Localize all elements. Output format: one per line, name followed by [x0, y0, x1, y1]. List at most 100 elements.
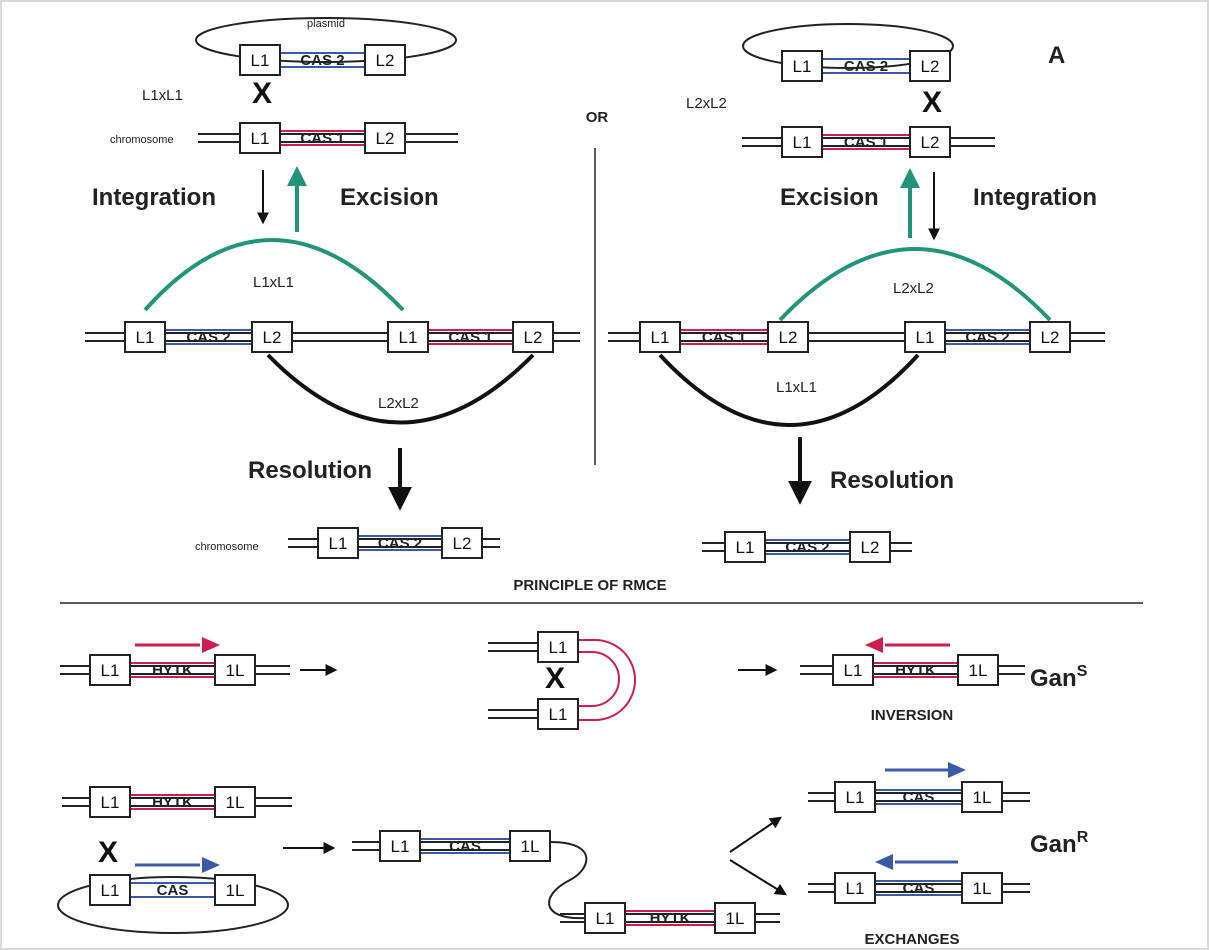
- cointegrate-left-b-site-left-box: [387, 321, 429, 353]
- exchange-start-site-right: 1L: [226, 793, 245, 812]
- exchanges-label: EXCHANGES: [864, 931, 959, 948]
- exchange-product-top-site-left: L1: [846, 788, 865, 807]
- exchange-cointegrate-bottom-site-left-box: [584, 902, 626, 934]
- cointegrate-right-a-site-left: L1: [651, 328, 670, 347]
- exchange-plasmid-ellipse: [57, 876, 289, 934]
- gan-s-label-superscript: S: [1077, 663, 1088, 680]
- exchange-plasmid-site-left: L1: [101, 881, 120, 900]
- integration-label-right: Integration: [973, 184, 1097, 211]
- plasmid-right-site-left: L1: [793, 57, 812, 76]
- exchange-start-site-left-box: [89, 786, 131, 818]
- exchange-product-top-site-right-box: [961, 781, 1003, 813]
- hairpin-site-top-box: [537, 631, 579, 663]
- chromosome-left-site-left-box: [239, 122, 281, 154]
- plasmid-left-site-left-box: [239, 44, 281, 76]
- gan-s-label-main: Gan: [1030, 665, 1077, 692]
- cointegrate-left-a-site-right: L2: [263, 328, 282, 347]
- chromosome-left-site-right-box: [364, 122, 406, 154]
- chromosome-right-site-right-box: [909, 126, 951, 158]
- product-right-site-left-box: [724, 531, 766, 563]
- exchange-cointegrate-bottom-cassette: HYTK: [650, 910, 691, 927]
- excision-label-left: Excision: [340, 184, 439, 211]
- inversion-product-site-left-box: [832, 654, 874, 686]
- exchange-plasmid-cassette: CAS: [157, 882, 189, 899]
- hairpin-site-bottom-box: [537, 698, 579, 730]
- product-right-cassette: CAS 2: [785, 539, 829, 556]
- cointegrate-right-b-cassette: CAS 2: [965, 329, 1009, 346]
- cointegrate-left-b-cassette: CAS 1: [448, 329, 492, 346]
- cointegrate-left-a-site-left-box: [124, 321, 166, 353]
- gan-r-label-main: Gan: [1030, 831, 1077, 858]
- product-left-cassette: CAS 2: [378, 535, 422, 552]
- label-l1xl1-left-arc: L1xL1: [253, 274, 294, 291]
- arc-l2xl2-left: [266, 353, 535, 425]
- chromosome-right-site-left: L1: [793, 133, 812, 152]
- plasmid-right-cassette: CAS 2: [844, 58, 888, 75]
- arc-l1xl1-left: [143, 238, 405, 312]
- plasmid-right-ellipse: [742, 23, 954, 69]
- product-left-site-right: L2: [453, 534, 472, 553]
- cointegrate-right-a-site-right-box: [767, 321, 809, 353]
- hairpin-site-bottom: L1: [549, 705, 568, 724]
- product-right-site-right: L2: [861, 538, 880, 557]
- inversion-start-cassette: HYTK: [152, 662, 193, 679]
- cointegrate-right-a-cassette: CAS 1: [702, 329, 746, 346]
- exchange-branch-arrow-down: [729, 859, 788, 896]
- chromosome-left-cassette: CAS 1: [300, 130, 344, 147]
- exchange-cointegrate-bottom-site-right: 1L: [726, 909, 745, 928]
- exchange-bottom-arrowhead: [875, 854, 893, 870]
- or-label: OR: [586, 109, 609, 126]
- hairpin-cross-mark: X: [545, 662, 565, 695]
- label-l2xl2-top-right: L2xL2: [686, 95, 727, 112]
- arc-l1xl1-right: [658, 353, 920, 427]
- cross-mark-left: X: [252, 77, 272, 110]
- cas-direction-arrowhead: [202, 857, 220, 873]
- chromosome-label-bottom: chromosome: [195, 541, 259, 553]
- product-left-site-left: L1: [329, 534, 348, 553]
- chromosome-label-top: chromosome: [110, 134, 174, 146]
- plasmid-left-site-right: L2: [376, 51, 395, 70]
- excision-label-right: Excision: [780, 184, 879, 211]
- inversion-start-site-right: 1L: [226, 661, 245, 680]
- exchange-plasmid-site-left-box: [89, 874, 131, 906]
- inversion-product-site-left: L1: [844, 661, 863, 680]
- hytk-direction-arrowhead: [202, 637, 220, 653]
- exchange-product-bottom-cassette: CAS: [903, 880, 935, 897]
- plasmid-right-site-left-box: [781, 50, 823, 82]
- gan-r-label-superscript: R: [1077, 829, 1089, 846]
- label-l2xl2-right-arc: L2xL2: [893, 280, 934, 297]
- exchange-cointegrate-top-site-left: L1: [391, 837, 410, 856]
- exchange-start-cassette: HYTK: [152, 794, 193, 811]
- cointegrate-right-b-site-right-box: [1029, 321, 1071, 353]
- integration-label-left: Integration: [92, 184, 216, 211]
- exchange-cointegrate-bottom-site-right-box: [714, 902, 756, 934]
- cointegrate-left-b-site-right-box: [512, 321, 554, 353]
- exchange-cointegrate-top-site-right: 1L: [521, 837, 540, 856]
- gan-s-label: GanS: [1030, 663, 1088, 692]
- exchange-branch-arrow-up: [729, 816, 782, 853]
- cointegrate-left-b-site-left: L1: [399, 328, 418, 347]
- chromosome-right-site-left-box: [781, 126, 823, 158]
- chromosome-right-site-right: L2: [921, 133, 940, 152]
- resolution-label-left: Resolution: [248, 457, 372, 484]
- inversion-start-site-right-box: [214, 654, 256, 686]
- exchange-product-top-site-right: 1L: [973, 788, 992, 807]
- cointegrate-left-a-site-left: L1: [136, 328, 155, 347]
- hairpin-loop-outer: [578, 639, 636, 721]
- exchange-top-arrowhead: [948, 762, 966, 778]
- arc-l2xl2-right: [778, 247, 1052, 322]
- exchange-product-bottom-site-right: 1L: [973, 879, 992, 898]
- hairpin-site-top: L1: [549, 638, 568, 657]
- resolution-label-right: Resolution: [830, 467, 954, 494]
- cross-mark-right: X: [922, 86, 942, 119]
- inversion-product-site-right: 1L: [969, 661, 988, 680]
- plasmid-right-site-right: L2: [921, 57, 940, 76]
- cointegrate-right-b-site-left-box: [904, 321, 946, 353]
- exchange-product-bottom-site-left-box: [834, 872, 876, 904]
- inversion-start-site-left-box: [89, 654, 131, 686]
- exchange-cointegrate-link: [548, 841, 588, 920]
- plasmid-label: plasmid: [307, 18, 345, 30]
- gan-r-label: GanR: [1030, 829, 1089, 858]
